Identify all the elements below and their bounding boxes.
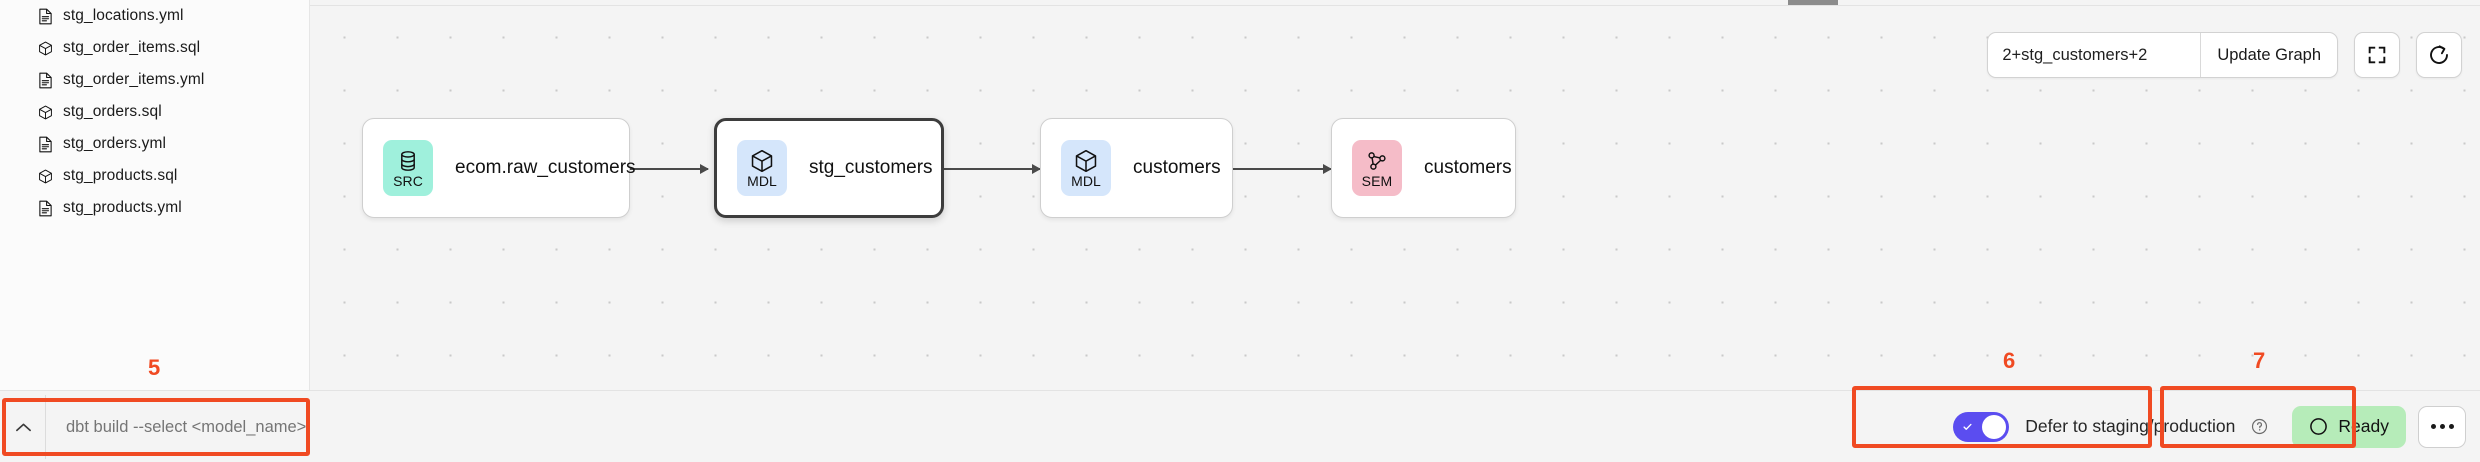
- more-options-button[interactable]: [2418, 405, 2466, 448]
- graph-node[interactable]: MDL stg_customers: [714, 118, 944, 218]
- annotation-number-5: 5: [148, 355, 161, 380]
- canvas-top-divider: [310, 5, 2480, 6]
- file-explorer-sidebar: stg_locations.yml stg_order_items.sql st…: [0, 0, 310, 390]
- file-list-item[interactable]: stg_locations.yml: [0, 0, 309, 32]
- check-icon: [1963, 423, 1972, 430]
- node-title: customers: [1424, 157, 1512, 178]
- file-list-item[interactable]: stg_products.yml: [0, 192, 309, 224]
- database-icon: [401, 150, 415, 171]
- circle-icon: [2310, 418, 2328, 435]
- file-list-item-label: stg_products.sql: [63, 167, 178, 184]
- defer-toggle-group: Defer to staging/production: [1943, 406, 2280, 448]
- tab-scroll-indicator[interactable]: [1788, 0, 1838, 5]
- node-type-badge: SEM: [1352, 140, 1402, 196]
- cube-icon: [751, 149, 773, 172]
- toggle-knob: [1982, 414, 2007, 439]
- graph-node[interactable]: SEM customers: [1331, 118, 1516, 218]
- file-list: stg_locations.yml stg_order_items.sql st…: [0, 0, 309, 224]
- file-yml-icon: [39, 8, 52, 24]
- file-yml-icon: [39, 72, 52, 88]
- file-list-item-label: stg_orders.yml: [63, 135, 167, 152]
- bottom-status-bar: Defer to staging/production Ready: [0, 390, 2480, 462]
- ellipsis-icon: [2430, 424, 2436, 429]
- graph-toolbar: Update Graph: [1987, 32, 2462, 78]
- command-bar[interactable]: [2, 395, 308, 459]
- file-yml-icon: [39, 200, 52, 216]
- status-badge[interactable]: Ready: [2292, 405, 2406, 448]
- edge-customers-to-sem: [1233, 164, 1332, 174]
- file-list-item[interactable]: stg_order_items.sql: [0, 32, 309, 64]
- file-list-item-label: stg_products.yml: [63, 199, 182, 216]
- selector-button-group: Update Graph: [1987, 32, 2338, 78]
- file-list-item-label: stg_orders.sql: [63, 103, 162, 120]
- edge-stg-to-customers: [944, 164, 1041, 174]
- node-type-badge: MDL: [1061, 140, 1111, 196]
- command-bar-expand-button[interactable]: [2, 395, 46, 459]
- node-type-label: MDL: [1071, 172, 1101, 189]
- annotation-number-7: 7: [2253, 348, 2266, 373]
- cube-sql-icon: [39, 41, 52, 55]
- lineage-graph-canvas[interactable]: Update Graph: [310, 0, 2480, 390]
- node-type-label: SRC: [393, 172, 423, 189]
- status-group: Ready: [2292, 405, 2466, 448]
- segment-divider: [2200, 33, 2202, 77]
- status-badge-label: Ready: [2338, 416, 2389, 436]
- update-graph-button[interactable]: Update Graph: [2201, 33, 2337, 77]
- dbt-command-input[interactable]: [46, 417, 308, 437]
- semantic-graph-icon: [1368, 151, 1386, 170]
- bottom-bar-right-cluster: Defer to staging/production Ready: [1943, 405, 2466, 448]
- file-list-item[interactable]: stg_order_items.yml: [0, 64, 309, 96]
- refresh-icon: [2430, 45, 2448, 64]
- node-type-label: MDL: [747, 172, 777, 189]
- file-list-item[interactable]: stg_products.sql: [0, 160, 309, 192]
- file-yml-icon: [39, 136, 52, 152]
- fullscreen-button[interactable]: [2354, 32, 2400, 78]
- refresh-button[interactable]: [2416, 32, 2462, 78]
- ellipsis-icon: [2439, 424, 2445, 429]
- node-title: ecom.raw_customers: [455, 157, 636, 178]
- node-title: customers: [1133, 157, 1221, 178]
- file-list-item[interactable]: stg_orders.yml: [0, 128, 309, 160]
- node-type-label: SEM: [1361, 172, 1393, 189]
- expand-icon: [2368, 46, 2386, 64]
- node-type-badge: MDL: [737, 140, 787, 196]
- file-list-item-label: stg_locations.yml: [63, 7, 184, 24]
- cube-icon: [1075, 149, 1097, 172]
- cube-sql-icon: [39, 105, 52, 119]
- file-list-item[interactable]: stg_orders.sql: [0, 96, 309, 128]
- edge-src-to-stg: [630, 164, 709, 174]
- graph-node[interactable]: MDL customers: [1040, 118, 1233, 218]
- graph-selector-input[interactable]: [1988, 33, 2201, 77]
- cube-sql-icon: [39, 169, 52, 183]
- node-title: stg_customers: [809, 157, 933, 178]
- defer-label: Defer to staging/production: [2025, 416, 2236, 436]
- file-list-item-label: stg_order_items.yml: [63, 71, 205, 88]
- question-circle-icon[interactable]: [2251, 418, 2268, 435]
- annotation-number-6: 6: [2003, 348, 2016, 373]
- node-type-badge: SRC: [383, 140, 433, 196]
- defer-toggle[interactable]: [1953, 411, 2010, 442]
- graph-node[interactable]: SRC ecom.raw_customers: [362, 118, 636, 218]
- ellipsis-icon: [2448, 424, 2454, 429]
- file-list-item-label: stg_order_items.sql: [63, 39, 201, 56]
- chevron-up-icon: [16, 423, 31, 431]
